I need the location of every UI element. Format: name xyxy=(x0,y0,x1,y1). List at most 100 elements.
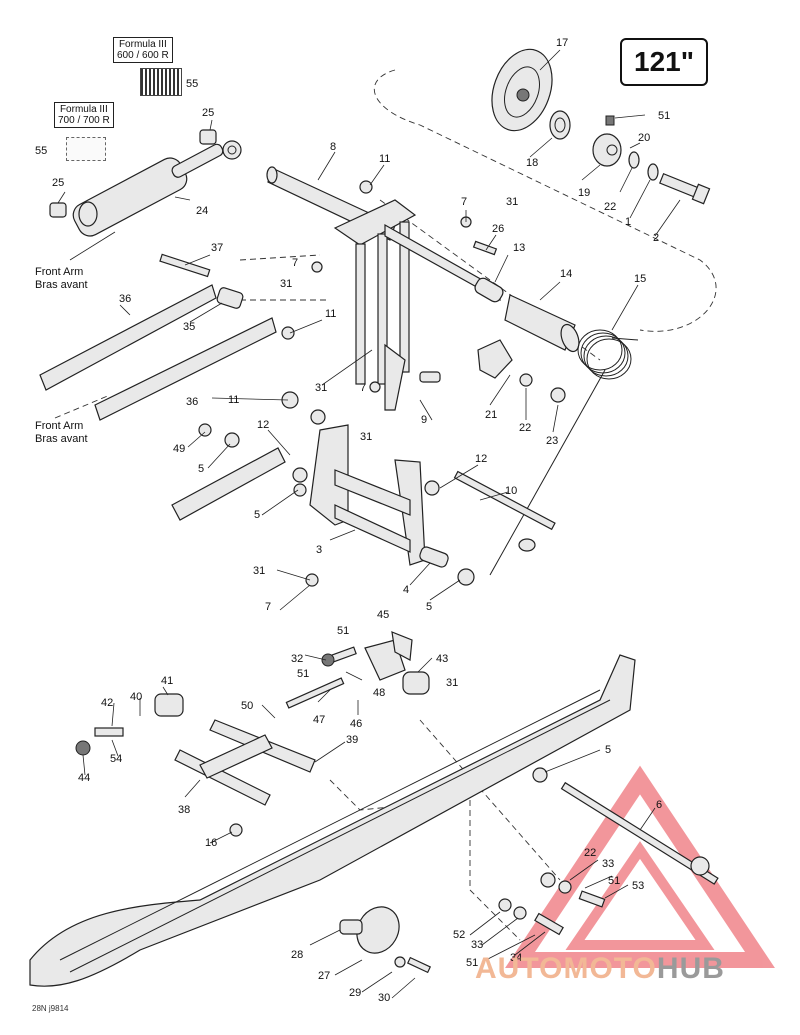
callout: 21 xyxy=(485,409,497,421)
bearing-18 xyxy=(549,110,571,140)
model-box-600-line1: Formula III xyxy=(118,39,167,50)
callout: 5 xyxy=(254,509,260,521)
callout: 31 xyxy=(280,278,292,290)
callout: 51 xyxy=(297,668,309,680)
slide-rail xyxy=(29,654,636,987)
callout: 43 xyxy=(436,653,448,665)
slider-shoe-12-left xyxy=(171,447,286,521)
callout: 30 xyxy=(378,992,390,1004)
assembly-outline-loop xyxy=(373,69,717,332)
callout: 20 xyxy=(638,132,650,144)
callout: 11 xyxy=(379,153,390,165)
callout: 9 xyxy=(421,414,427,426)
decal-55-left xyxy=(66,137,106,161)
callout: 51 xyxy=(337,625,349,637)
callout: 49 xyxy=(173,443,185,455)
callout: 7 xyxy=(360,382,366,394)
bolt-6 xyxy=(560,781,719,885)
note-front-arm-mid-fr: Bras avant xyxy=(35,433,88,445)
callout: 51 xyxy=(658,110,670,122)
callout: 11 xyxy=(325,308,336,320)
sleeve-14 xyxy=(504,294,580,353)
axle-bolt-2 xyxy=(659,172,711,205)
sleeve-13 xyxy=(474,277,504,303)
bolt-37 xyxy=(159,253,211,278)
leader-lines xyxy=(57,49,681,999)
screw-20 xyxy=(605,115,615,126)
adjuster-cam-21 xyxy=(477,339,513,379)
washers-22-1 xyxy=(628,151,659,181)
spacer-4 xyxy=(419,546,449,568)
watermark-text-part1: AUTOMOTO xyxy=(475,952,657,985)
decal-55-left-ref: 55 xyxy=(186,78,199,90)
callout: 51 xyxy=(608,875,620,887)
spacer-19 xyxy=(592,133,622,167)
callout: 33 xyxy=(471,939,483,951)
track-length-badge: 121" xyxy=(620,38,708,86)
callout: 8 xyxy=(330,141,336,153)
watermark-text-part2: HUB xyxy=(656,952,725,985)
callout: 48 xyxy=(373,687,385,699)
callout: 15 xyxy=(634,273,646,285)
bottom-hardware xyxy=(229,767,606,936)
model-box-600-line2: 600 / 600 R xyxy=(117,50,169,61)
callout: 31 xyxy=(360,431,372,443)
arrow-front-arm-top xyxy=(69,231,116,261)
callout: 22 xyxy=(604,201,616,213)
callout: 36 xyxy=(186,396,198,408)
callout: 2 xyxy=(653,232,659,244)
spacer-41 xyxy=(154,693,184,717)
callout-labels: 17 51 20 18 19 22 1 2 8 11 7 31 26 13 14… xyxy=(35,37,670,1004)
lever-9 xyxy=(384,343,441,411)
callout: 13 xyxy=(513,242,525,254)
front-arm-36-upper xyxy=(39,284,217,391)
note-front-arm-mid-en: Front Arm xyxy=(35,420,83,432)
rear-arm-38 xyxy=(174,719,316,806)
callout: 41 xyxy=(161,675,173,687)
callout: 23 xyxy=(546,435,558,447)
callout: 4 xyxy=(403,584,409,596)
front-arm-36-lower xyxy=(94,317,277,421)
callout: 31 xyxy=(446,677,458,689)
callout: 1 xyxy=(625,216,631,228)
callout: 25 xyxy=(202,107,214,119)
shock-absorber xyxy=(72,140,242,237)
callout: 35 xyxy=(183,321,195,333)
callout: 22 xyxy=(519,422,531,434)
callout: 36 xyxy=(119,293,131,305)
callout: 32 xyxy=(291,653,303,665)
model-box-600: Formula III 600 / 600 R xyxy=(113,37,173,63)
callout: 29 xyxy=(349,987,361,999)
callout: 3 xyxy=(316,544,322,556)
callout: 42 xyxy=(101,697,113,709)
model-box-700-line1: Formula III xyxy=(59,104,108,115)
callout: 44 xyxy=(78,772,90,784)
callout: 34 xyxy=(510,952,522,964)
callout: 45 xyxy=(377,609,389,621)
torsion-spring-15 xyxy=(489,329,639,576)
callout: 27 xyxy=(318,970,330,982)
callout: 33 xyxy=(602,858,614,870)
callout: 5 xyxy=(605,744,611,756)
callout: 7 xyxy=(292,257,298,269)
model-box-700: Formula III 700 / 700 R xyxy=(54,102,114,128)
callout: 55 xyxy=(35,145,47,157)
callout: 7 xyxy=(461,196,467,208)
callout: 26 xyxy=(492,223,504,235)
callout: 28 xyxy=(291,949,303,961)
callout: 40 xyxy=(130,691,142,703)
drawing-code: 28N j9814 xyxy=(32,1004,69,1013)
callout: 17 xyxy=(556,37,568,49)
front-arm-notes: Front Arm Bras avant Front Arm Bras avan… xyxy=(35,231,116,445)
callout: 14 xyxy=(560,268,572,280)
callout: 5 xyxy=(198,463,204,475)
bolt-32 xyxy=(321,646,357,667)
idler-wheel xyxy=(491,48,553,132)
callout: 5 xyxy=(426,601,432,613)
callout: 53 xyxy=(632,880,644,892)
model-box-700-line2: 700 / 700 R xyxy=(58,115,110,126)
callout: 12 xyxy=(257,419,269,431)
callout: 37 xyxy=(211,242,223,254)
callout: 24 xyxy=(196,205,208,217)
watermark-text: AUTOMOTOHUB xyxy=(475,952,725,986)
